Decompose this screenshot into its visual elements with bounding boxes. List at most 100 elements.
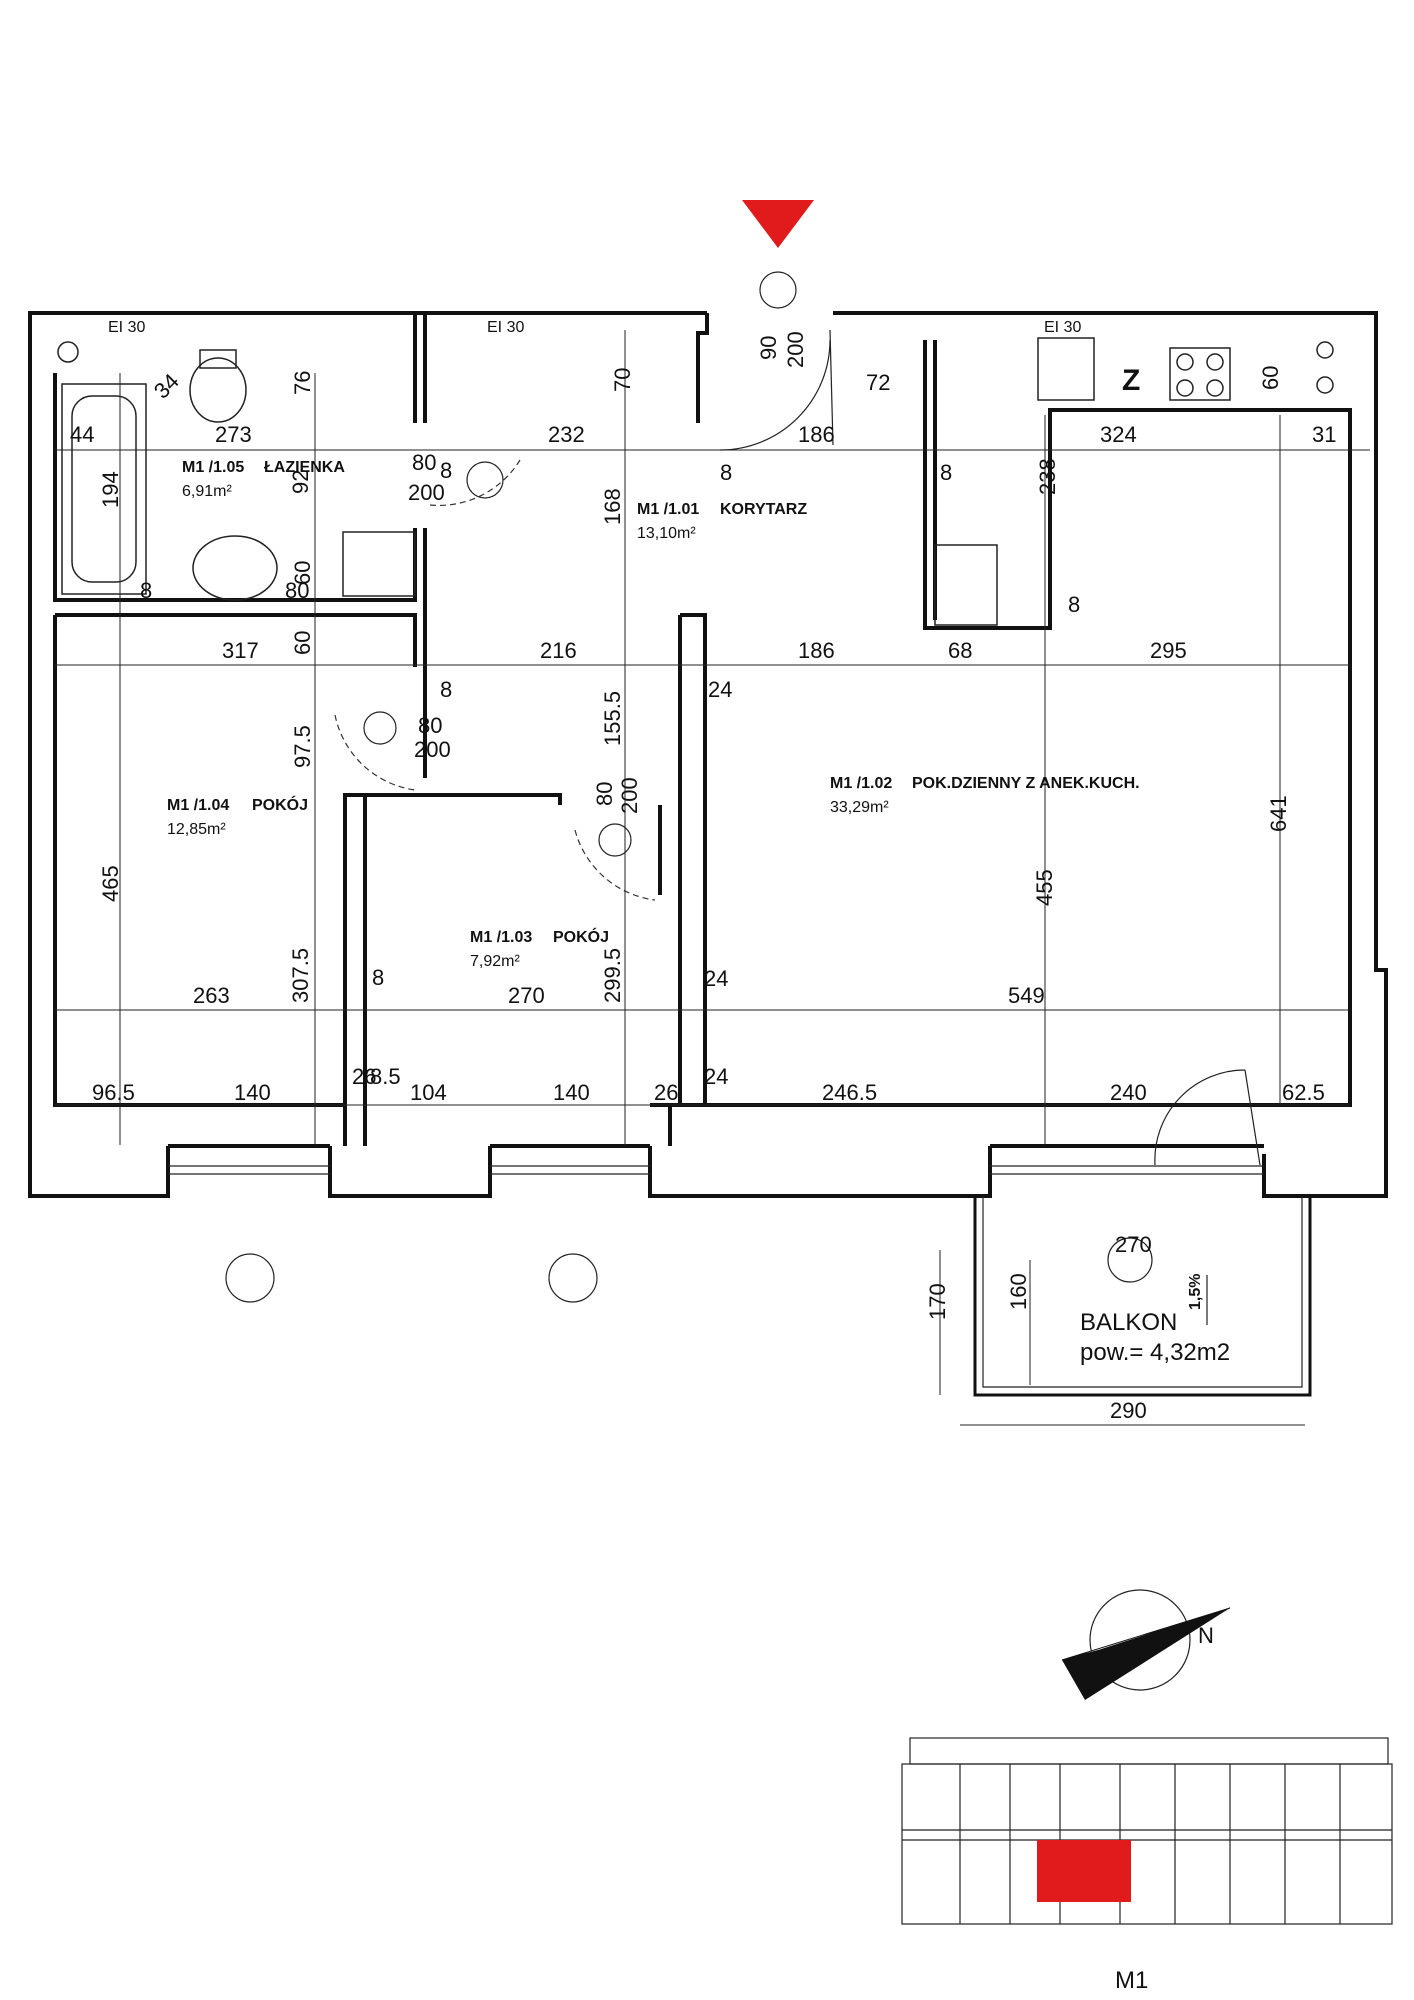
dimension-value: 465 (98, 865, 123, 902)
room-code: M1 /1.01 (637, 501, 699, 518)
fire-rating-label: EI 30 (108, 319, 145, 336)
dimension-value: 26 (654, 1080, 678, 1105)
door-height: 200 (617, 777, 642, 814)
dimension-value: 270 (1115, 1232, 1152, 1257)
dimension-value: 44 (70, 422, 94, 447)
room-name: POKÓJ (252, 795, 308, 814)
door-width: 80 (592, 782, 617, 806)
balcony-area: pow.= 4,32m2 (1080, 1339, 1230, 1366)
dimension-lines (55, 330, 1370, 1426)
dimension-value: 160 (1006, 1273, 1031, 1310)
dimension-value: 186 (798, 422, 835, 447)
dimension-value: 186 (798, 638, 835, 663)
windows (168, 1165, 1264, 1175)
north-arrow-icon (1062, 1608, 1230, 1700)
dimension-value: 240 (1110, 1080, 1147, 1105)
room-area: 13,10m² (637, 525, 696, 542)
grid-circle-2 (548, 1253, 598, 1303)
dimension-value: 324 (1100, 422, 1137, 447)
dimension-value: 96.5 (92, 1080, 135, 1105)
room-label-living: M1 /1.02 POK.DZIENNY Z ANEK.KUCH. 33,29m… (830, 775, 1140, 816)
door-height: 200 (783, 331, 808, 368)
dimension-value: 216 (540, 638, 577, 663)
dimension-value: 307.5 (288, 948, 313, 1003)
room-name: POKÓJ (553, 927, 609, 946)
door-width: 90 (756, 336, 781, 360)
room-code: M1 /1.02 (830, 775, 892, 792)
kitchen-fixtures (934, 337, 1334, 626)
dimension-value: 290 (1110, 1398, 1147, 1423)
dimension-value: 8 (1068, 592, 1080, 617)
room-code: M1 /1.04 (167, 797, 229, 814)
key-plan: M1 (901, 1737, 1393, 1994)
dimension-value: 80 (285, 578, 309, 603)
dimension-value: 97.5 (290, 725, 315, 768)
dimension-value: 8.5 (370, 1064, 401, 1089)
room-code: M1 /1.03 (470, 929, 532, 946)
balcony-name: BALKON (1080, 1309, 1177, 1336)
dimension-value: 273 (215, 422, 252, 447)
room-area: 33,29m² (830, 799, 889, 816)
room-label-room-104: M1 /1.04 POKÓJ 12,85m² (167, 795, 308, 838)
unit-label: M1 (1115, 1967, 1148, 1994)
dimension-value: 62.5 (1282, 1080, 1325, 1105)
dimension-value: 72 (866, 370, 890, 395)
dimension-value: 60 (1258, 366, 1283, 390)
dimension-value: 70 (610, 368, 635, 392)
bathroom-fixtures (57, 341, 416, 601)
dimension-value: 76 (290, 371, 315, 395)
room-label-corridor: M1 /1.01 KORYTARZ 13,10m² (637, 501, 807, 542)
dimension-value: 60 (290, 561, 315, 585)
dimension-value: 140 (553, 1080, 590, 1105)
entrance-arrow-icon (742, 200, 814, 248)
dimension-value: 24 (704, 1064, 728, 1089)
dimension-value: 155.5 (600, 691, 625, 746)
dimension-value: 8 (720, 460, 732, 485)
room-name: ŁAZIENKA (264, 459, 345, 476)
room-name: KORYTARZ (720, 501, 807, 518)
fire-rating-label: EI 30 (487, 319, 524, 336)
room-name: POK.DZIENNY Z ANEK.KUCH. (912, 775, 1140, 792)
outer-walls (28, 311, 1388, 1198)
dimension-value: 24 (708, 677, 732, 702)
dimension-value: 246.5 (822, 1080, 877, 1105)
north-label: N (1198, 1623, 1214, 1648)
fire-rating-label: EI 30 (1044, 319, 1081, 336)
dimension-value: 455 (1032, 869, 1057, 906)
room-area: 12,85m² (167, 821, 226, 838)
room-area: 6,91m² (182, 483, 232, 500)
dimension-value: 92 (288, 470, 313, 494)
kitchen-mark: Z (1122, 364, 1140, 397)
dimension-value: 26 (352, 1064, 376, 1089)
compass-icon (1089, 1589, 1191, 1691)
dimension-labels: 34 76 44 273 194 92 8 60 80 8 200 232 70… (70, 366, 1336, 1423)
dimension-value: 8 (440, 458, 452, 483)
dimension-value: 8 (140, 578, 152, 603)
entrance-grid-circle (759, 271, 797, 309)
dimension-value: 104 (410, 1080, 447, 1105)
dimension-value: 1,5% (1187, 1274, 1204, 1310)
door-width: 80 (412, 450, 436, 475)
dimension-value: 317 (222, 638, 259, 663)
dimension-value: 8 (372, 965, 384, 990)
balcony-outline (973, 1196, 1312, 1397)
dimension-value: 8 (940, 460, 952, 485)
dimension-value: 232 (548, 422, 585, 447)
dimension-value: 168 (600, 488, 625, 525)
grid-circle-1 (225, 1253, 275, 1303)
dimension-value: 170 (925, 1283, 950, 1320)
dimension-value: 140 (234, 1080, 271, 1105)
dimension-value: 194 (98, 471, 123, 508)
room-label-room-103: M1 /1.03 POKÓJ 7,92m² (470, 927, 609, 970)
interior-walls (53, 313, 1352, 1146)
dimension-value: 549 (1008, 983, 1045, 1008)
dimension-value: 238 (1035, 458, 1060, 495)
room-area: 7,92m² (470, 953, 520, 970)
door-height: 200 (408, 480, 445, 505)
dimension-value: 270 (508, 983, 545, 1008)
bathroom-door-circle (466, 461, 504, 499)
dimension-value: 263 (193, 983, 230, 1008)
dimension-value: 60 (290, 631, 315, 655)
room-label-bathroom: M1 /1.05 ŁAZIENKA 6,91m² (182, 459, 345, 500)
